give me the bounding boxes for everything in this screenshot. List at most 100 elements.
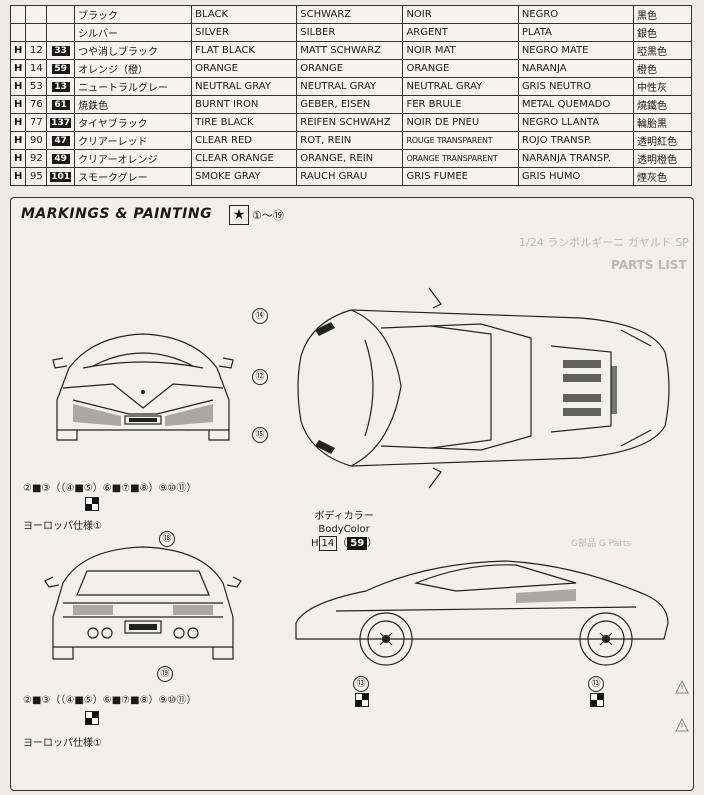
cell-hn: 77: [25, 113, 48, 132]
markings-panel: MARKINGS & PAINTING ★ ①～⑲ 1/24 ランボルギーニ ガ…: [10, 197, 694, 791]
cell-num: [46, 5, 76, 24]
cell-es: NEGRO MATE: [517, 41, 634, 60]
cell-num: [46, 23, 76, 42]
cell-de: ROT, REIN: [296, 131, 404, 150]
cell-es: PLATA: [517, 23, 634, 42]
cell-cn: 啞黒色: [632, 41, 693, 60]
callout-12: ⑫: [252, 369, 268, 385]
cell-hn: 90: [25, 131, 48, 150]
top-view-drawing: [297, 287, 670, 489]
cell-hn: [25, 5, 48, 24]
cell-jp: オレンジ（橙）: [74, 59, 193, 78]
cell-cn: 透明橙色: [632, 149, 693, 168]
cell-fr: NOIR MAT: [402, 41, 519, 60]
cell-hn: 53: [25, 77, 48, 96]
cell-jp: つや消しブラック: [74, 41, 193, 60]
cell-es: NARANJA TRANSP.: [517, 149, 634, 168]
cell-de: GEBER, EISEN: [296, 95, 404, 114]
rear-europe-spec: ヨーロッパ仕様①: [23, 738, 102, 749]
cell-cn: 黒色: [632, 5, 693, 24]
cell-de: MATT SCHWARZ: [296, 41, 404, 60]
cell-hn: 14: [25, 59, 48, 78]
cell-h: [9, 23, 27, 42]
cell-es: NARANJA: [517, 59, 634, 78]
star-icon: ★: [229, 205, 249, 225]
body-color-num: 59: [347, 537, 368, 550]
cell-h: H: [9, 77, 27, 96]
cell-es: NEGRO: [517, 5, 634, 24]
cell-cn: 橙色: [632, 59, 693, 78]
cell-cn: 輪胎黒: [632, 113, 693, 132]
paint-number: 13: [51, 82, 70, 92]
front-europe-spec: ヨーロッパ仕様①: [23, 521, 102, 532]
cell-en: CLEAR RED: [191, 131, 298, 150]
rear-decal-sequence: ②■③（（④■⑤）⑥■⑦■⑧）⑨⑩⑪）: [23, 695, 197, 706]
checker-flag-icon: [590, 693, 604, 707]
cell-en: ORANGE: [191, 59, 298, 78]
cell-de: SILBER: [296, 23, 404, 42]
callout-13-rear: ⑬: [588, 676, 604, 692]
front-view-drawing: [52, 333, 234, 441]
callout-13-front: ⑬: [353, 676, 369, 692]
cell-cn: 煙灰色: [632, 167, 693, 186]
paint-number: 61: [51, 100, 70, 110]
cell-h: H: [9, 59, 27, 78]
cell-cn: 透明紅色: [632, 131, 693, 150]
body-color-hnum: 14: [318, 536, 338, 551]
cell-en: SMOKE GRAY: [191, 167, 298, 186]
callout-18: ⑱: [159, 531, 175, 547]
cell-cn: 燒鐵色: [632, 95, 693, 114]
cell-en: NEUTRAL GRAY: [191, 77, 298, 96]
cell-fr: FER BRULE: [402, 95, 519, 114]
cell-num: 47: [46, 131, 76, 150]
cell-num: 13: [46, 77, 76, 96]
cell-fr: GRIS FUMEE: [402, 167, 519, 186]
parts-label: PARTS LIST: [611, 258, 687, 272]
cell-de: NEUTRAL GRAY: [296, 77, 404, 96]
cell-fr: NOIR: [402, 5, 519, 24]
cell-h: H: [9, 149, 27, 168]
callout-14: ⑭: [252, 308, 268, 324]
cell-h: H: [9, 131, 27, 150]
cell-en: BURNT IRON: [191, 95, 298, 114]
cell-en: SILVER: [191, 23, 298, 42]
cell-es: GRIS NEUTRO: [517, 77, 634, 96]
cell-en: TIRE BLACK: [191, 113, 298, 132]
front-decal-sequence: ②■③（（④■⑤）⑥■⑦■⑧）⑨⑩⑪）: [23, 483, 197, 494]
paint-number: 101: [50, 172, 72, 182]
cell-fr: ROUGE TRANSPARENT: [402, 131, 519, 150]
body-color-h: H: [311, 538, 319, 549]
callout-19: ⑲: [157, 666, 173, 682]
rear-view-drawing: [44, 546, 242, 660]
cell-en: FLAT BLACK: [191, 41, 298, 60]
side-view-drawing: [295, 560, 669, 666]
warning-icon: [675, 718, 689, 732]
checker-flag-icon: [355, 693, 369, 707]
marking-range: ①～⑲: [252, 209, 284, 222]
body-color-en: BodyColor: [318, 524, 370, 535]
paint-number: 47: [51, 136, 70, 146]
cell-fr: ORANGE: [402, 59, 519, 78]
cell-num: 33: [46, 41, 76, 60]
cell-fr: NOIR DE PNEU: [402, 113, 519, 132]
paint-number: 49: [51, 154, 70, 164]
cell-de: RAUCH GRAU: [296, 167, 404, 186]
cell-jp: 焼鉄色: [74, 95, 193, 114]
cell-jp: ブラック: [74, 5, 193, 24]
cell-jp: スモークグレー: [74, 167, 193, 186]
cell-fr: NEUTRAL GRAY: [402, 77, 519, 96]
cell-jp: タイヤブラック: [74, 113, 193, 132]
cell-hn: [25, 23, 48, 42]
cell-es: METAL QUEMADO: [517, 95, 634, 114]
